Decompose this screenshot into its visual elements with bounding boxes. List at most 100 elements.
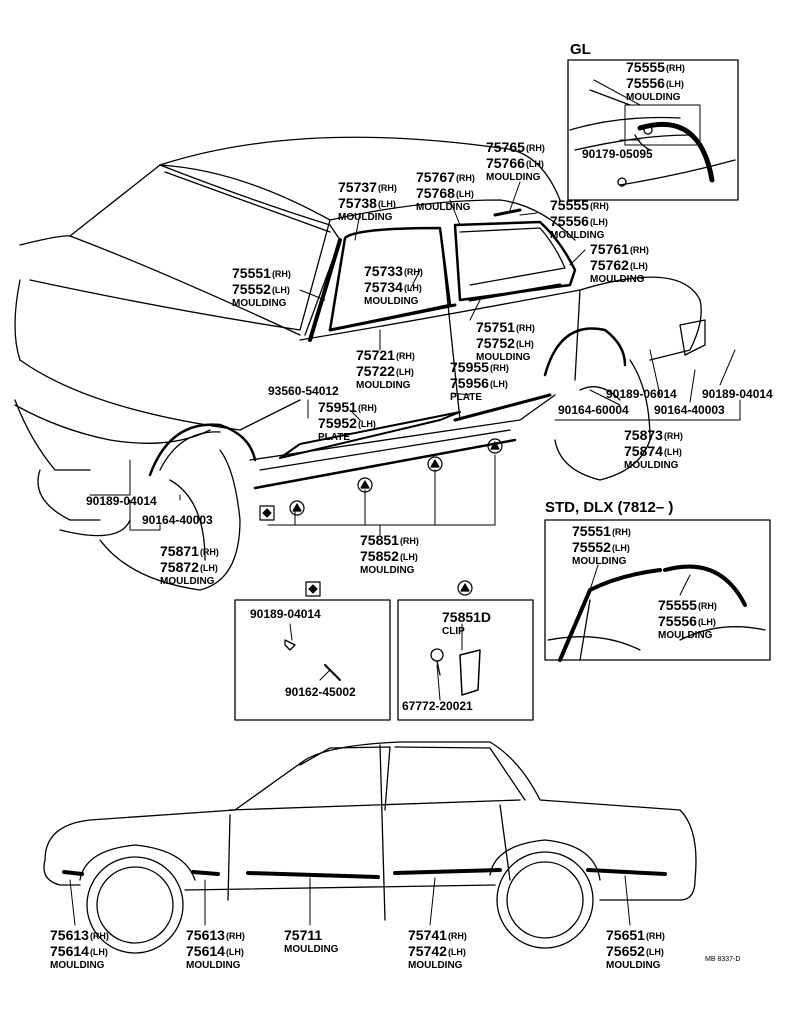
part-suffix: (LH) bbox=[89, 947, 108, 957]
part-number: 75851D bbox=[442, 609, 492, 625]
part-number: 75555 bbox=[658, 597, 697, 613]
part-number: 75852 bbox=[360, 548, 399, 564]
part-suffix: (LH) bbox=[403, 283, 422, 293]
callout-75765: 75765(RH) 75766(LH) MOULDING bbox=[486, 140, 545, 183]
part-number: 75722 bbox=[356, 363, 395, 379]
part-suffix: (LH) bbox=[395, 367, 414, 377]
callout-93560: 93560-54012 bbox=[268, 384, 339, 398]
callout-75613-mid: 75613(RH) 75614(LH) MOULDING bbox=[186, 928, 245, 971]
callout-90189-04014-right: 90189-04014 bbox=[702, 387, 773, 401]
part-number: 75552 bbox=[232, 281, 271, 297]
part-suffix: (RH) bbox=[357, 403, 377, 413]
part-name: CLIP bbox=[442, 626, 465, 637]
part-name: MOULDING bbox=[606, 960, 661, 971]
part-name: MOULDING bbox=[550, 230, 605, 241]
box1-part-a: 90189-04014 bbox=[250, 607, 321, 621]
section-std-dlx-heading: STD, DLX (7812– ) bbox=[545, 499, 674, 516]
part-name: MOULDING bbox=[416, 202, 471, 213]
gl-inset bbox=[567, 59, 739, 201]
part-number: 75874 bbox=[624, 443, 663, 459]
part-suffix: (RH) bbox=[199, 547, 219, 557]
part-number: 75767 bbox=[416, 169, 455, 185]
part-suffix: (RH) bbox=[489, 363, 509, 373]
callout-75851: 75851(RH) 75852(LH) MOULDING bbox=[360, 533, 419, 576]
part-suffix: (RH) bbox=[663, 431, 683, 441]
callout-75871: 75871(RH) 75872(LH) MOULDING bbox=[160, 544, 219, 587]
part-name: MOULDING bbox=[626, 92, 681, 103]
lower-car-body bbox=[43, 741, 697, 954]
part-name: MOULDING bbox=[50, 960, 105, 971]
part-number: 75555 bbox=[626, 59, 665, 75]
callout-75721: 75721(RH) 75722(LH) MOULDING bbox=[356, 348, 415, 391]
detail-boxes bbox=[234, 599, 534, 721]
part-number: 75768 bbox=[416, 185, 455, 201]
box2-part-a: 75851D CLIP bbox=[442, 610, 491, 637]
part-suffix: (LH) bbox=[399, 552, 418, 562]
part-suffix: (LH) bbox=[271, 285, 290, 295]
part-name: MOULDING bbox=[364, 296, 419, 307]
part-number: 75721 bbox=[356, 347, 395, 363]
part-number: 75614 bbox=[50, 943, 89, 959]
part-suffix: (LH) bbox=[611, 543, 630, 553]
part-name: MOULDING bbox=[476, 352, 531, 363]
part-number: 75741 bbox=[408, 927, 447, 943]
part-number: 75752 bbox=[476, 335, 515, 351]
part-suffix: (RH) bbox=[525, 143, 545, 153]
part-number: 75734 bbox=[364, 279, 403, 295]
part-suffix: (RH) bbox=[697, 601, 717, 611]
callout-75651: 75651(RH) 75652(LH) MOULDING bbox=[606, 928, 665, 971]
box1-part-b: 90162-45002 bbox=[285, 685, 356, 699]
callout-75711: 75711 MOULDING bbox=[284, 928, 338, 955]
diagram-code: MB 8337-D bbox=[705, 956, 741, 963]
callout-75551: 75551(RH) 75552(LH) MOULDING bbox=[232, 266, 291, 309]
part-suffix: (RH) bbox=[515, 323, 535, 333]
part-suffix: (LH) bbox=[515, 339, 534, 349]
part-number: 75556 bbox=[626, 75, 665, 91]
part-suffix: (RH) bbox=[89, 931, 109, 941]
part-suffix: (RH) bbox=[665, 63, 685, 73]
part-suffix: (RH) bbox=[589, 201, 609, 211]
callout-75555-std: 75555(RH) 75556(LH) MOULDING bbox=[658, 598, 717, 641]
part-number: 75555 bbox=[550, 197, 589, 213]
part-suffix: (LH) bbox=[225, 947, 244, 957]
callout-75751: 75751(RH) 75752(LH) MOULDING bbox=[476, 320, 535, 363]
part-suffix: (RH) bbox=[377, 183, 397, 193]
part-number: 75952 bbox=[318, 415, 357, 431]
part-number: 75613 bbox=[50, 927, 89, 943]
box2-part-b: 67772-20021 bbox=[402, 699, 473, 713]
part-number: 75737 bbox=[338, 179, 377, 195]
part-number: 75742 bbox=[408, 943, 447, 959]
callout-75873: 75873(RH) 75874(LH) MOULDING bbox=[624, 428, 683, 471]
part-name: MOULDING bbox=[284, 944, 339, 955]
part-number: 75956 bbox=[450, 375, 489, 391]
part-suffix: (RH) bbox=[447, 931, 467, 941]
part-name: MOULDING bbox=[486, 172, 541, 183]
leader-lines bbox=[69, 79, 741, 926]
part-number: 75955 bbox=[450, 359, 489, 375]
part-name: MOULDING bbox=[186, 960, 241, 971]
callout-75555-gl: 75555(RH) 75556(LH) MOULDING bbox=[626, 60, 685, 103]
part-suffix: (LH) bbox=[489, 379, 508, 389]
part-number: 75738 bbox=[338, 195, 377, 211]
part-number: 75762 bbox=[590, 257, 629, 273]
part-number: 75751 bbox=[476, 319, 515, 335]
part-suffix: (RH) bbox=[403, 267, 423, 277]
part-number: 75765 bbox=[486, 139, 525, 155]
part-suffix: (RH) bbox=[225, 931, 245, 941]
part-name: MOULDING bbox=[658, 630, 713, 641]
part-number: 75872 bbox=[160, 559, 199, 575]
part-name: MOULDING bbox=[590, 274, 645, 285]
part-suffix: (RH) bbox=[645, 931, 665, 941]
section-gl-heading: GL bbox=[570, 41, 591, 58]
callout-90164-40003-left: 90164-40003 bbox=[142, 513, 213, 527]
part-number: 75873 bbox=[624, 427, 663, 443]
part-name: MOULDING bbox=[360, 565, 415, 576]
part-suffix: (LH) bbox=[455, 189, 474, 199]
callout-90164-40003-right: 90164-40003 bbox=[654, 403, 725, 417]
part-number: 75651 bbox=[606, 927, 645, 943]
part-number: 75551 bbox=[572, 523, 611, 539]
part-number: 75556 bbox=[658, 613, 697, 629]
part-number: 75556 bbox=[550, 213, 589, 229]
part-name: MOULDING bbox=[338, 212, 393, 223]
part-name: PLATE bbox=[318, 432, 351, 443]
